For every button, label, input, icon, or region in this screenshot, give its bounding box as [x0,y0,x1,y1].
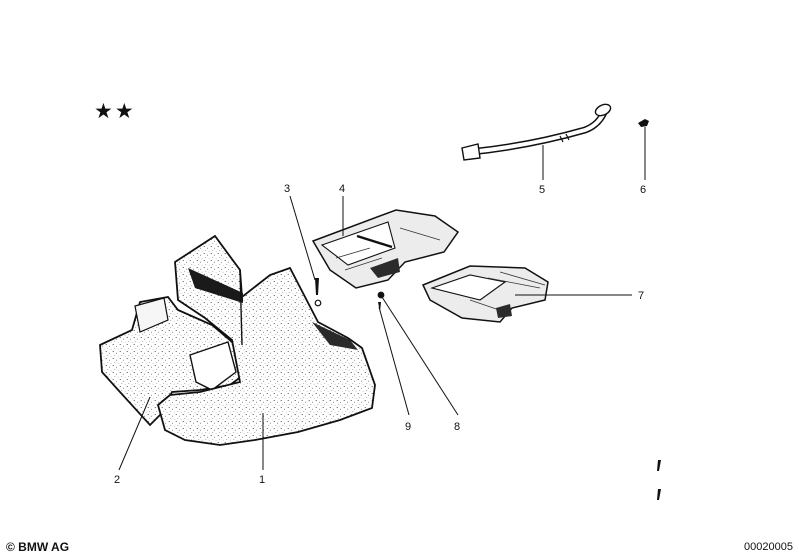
leader-lines [118,127,646,471]
part-1-carpet-tunnel[interactable] [156,234,376,446]
document-id: 00020005 [744,541,793,553]
callout-8: 8 [454,421,460,433]
part-2-carpet-left[interactable] [99,296,252,427]
part-7-insulation-lower[interactable] [421,265,549,323]
callout-5: 5 [539,184,545,196]
callout-1: 1 [259,474,265,486]
part-5-hose[interactable] [461,102,612,161]
copyright-label: © BMW AG [6,540,70,554]
leader-line-3 [289,195,316,281]
part-8-clip[interactable] [377,291,385,299]
callout-3: 3 [284,183,290,195]
callout-7: 7 [638,290,644,302]
corner-marks [657,460,661,500]
star-marks: ★★ [94,99,136,123]
part-6-clip[interactable] [638,119,649,127]
callout-4: 4 [339,183,345,195]
callout-6: 6 [640,184,646,196]
part-3-screw[interactable] [314,278,322,307]
leader-line-2 [118,396,151,471]
part-4-insulation-upper[interactable] [311,209,460,289]
callout-2: 2 [114,474,120,486]
callout-9: 9 [405,421,411,433]
leader-line-8 [381,296,459,416]
leader-line-9 [378,306,410,416]
